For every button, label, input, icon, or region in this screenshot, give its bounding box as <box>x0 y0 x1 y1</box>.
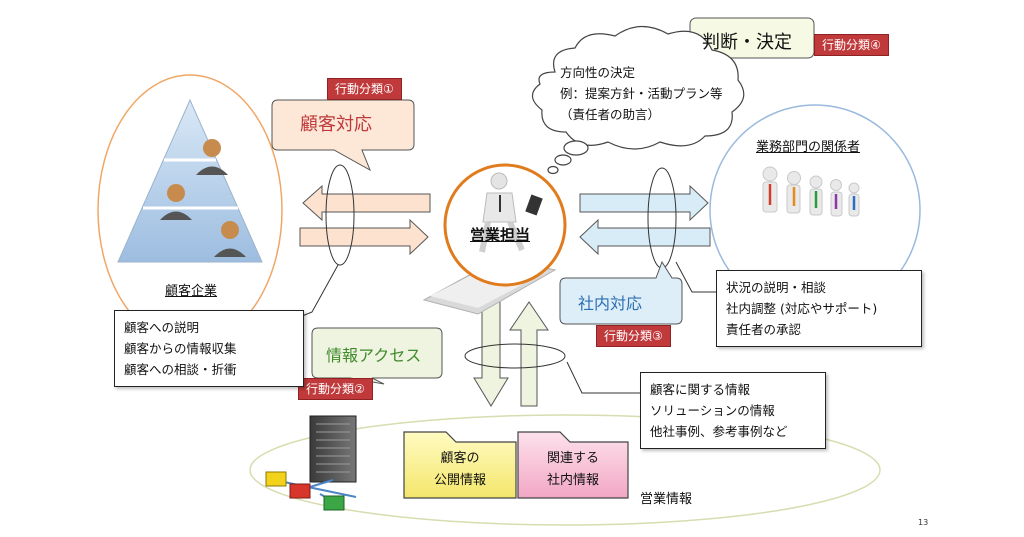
sales-info-ellipse <box>249 414 881 526</box>
folder-line: 顧客の <box>440 451 480 466</box>
callout-customer-response <box>271 99 415 172</box>
sales-info-label: 営業情報 <box>640 492 693 507</box>
thought-text: 方向性の決定 例：提案方針・活動プラン等 （責任者の助言） <box>560 62 723 125</box>
arrow-up-info <box>509 301 549 407</box>
thought-line: 例：提案方針・活動プラン等 <box>560 86 723 101</box>
thought-cloud <box>531 25 745 175</box>
customer-label: 顧客企業 <box>165 284 218 299</box>
folder-public-info <box>403 431 517 499</box>
tag-customer-response: 行動分類① <box>327 78 402 100</box>
info-notes: 顧客に関する情報 ソリューションの情報 他社事例、参考事例など <box>640 372 826 449</box>
tag-info-access: 行動分類② <box>298 378 373 400</box>
department-note: 状況の説明・相談 <box>726 280 827 295</box>
network-icon <box>265 471 357 511</box>
department-note: 責任者の承認 <box>726 322 802 337</box>
info-note: 他社事例、参考事例など <box>650 424 788 439</box>
customer-pyramid <box>117 98 263 263</box>
thought-line: （責任者の助言） <box>560 107 661 122</box>
arrow-to-customer <box>302 184 431 222</box>
arrow-from-customer <box>299 218 429 256</box>
folder-line: 公開情報 <box>433 473 486 488</box>
server-icon <box>309 415 357 483</box>
customer-note: 顧客からの情報収集 <box>124 341 237 356</box>
department-people-icon <box>762 166 860 217</box>
label-internal-response: 社内対応 <box>578 294 643 313</box>
arrow-to-department <box>579 184 709 222</box>
customer-person-icon <box>160 139 246 257</box>
department-label: 業務部門の関係者 <box>756 140 861 155</box>
info-note: 顧客に関する情報 <box>650 382 751 397</box>
thought-line: 方向性の決定 <box>560 65 636 80</box>
department-note: 社内調整 (対応やサポート) <box>726 301 878 316</box>
page-number: 13 <box>918 518 929 527</box>
arrow-from-department <box>579 218 711 256</box>
arrow-down-info <box>473 299 509 407</box>
customer-note: 顧客への相談・折衝 <box>124 362 237 377</box>
customer-notes: 顧客への説明 顧客からの情報収集 顧客への相談・折衝 <box>114 310 304 387</box>
folder-public-label: 顧客の 公開情報 <box>404 448 516 492</box>
folder-internal-label: 関連する 社内情報 <box>518 448 628 492</box>
callout-info-access <box>311 327 443 385</box>
tag-internal-response: 行動分類③ <box>596 325 671 347</box>
center-label: 営業担当 <box>470 226 531 244</box>
label-customer-response: 顧客対応 <box>300 114 372 135</box>
label-info-access: 情報アクセス <box>326 346 422 365</box>
center-figure <box>422 163 567 315</box>
callout-internal-response <box>559 260 683 325</box>
info-note: ソリューションの情報 <box>650 403 775 418</box>
customer-note: 顧客への説明 <box>124 320 200 335</box>
department-notes: 状況の説明・相談 社内調整 (対応やサポート) 責任者の承認 <box>716 270 922 347</box>
folder-internal-info <box>517 431 629 499</box>
folder-line: 関連する <box>546 451 599 466</box>
tag-judgment: 行動分類④ <box>814 34 889 56</box>
folder-line: 社内情報 <box>546 473 599 488</box>
label-judgment: 判断・決定 <box>702 32 792 53</box>
